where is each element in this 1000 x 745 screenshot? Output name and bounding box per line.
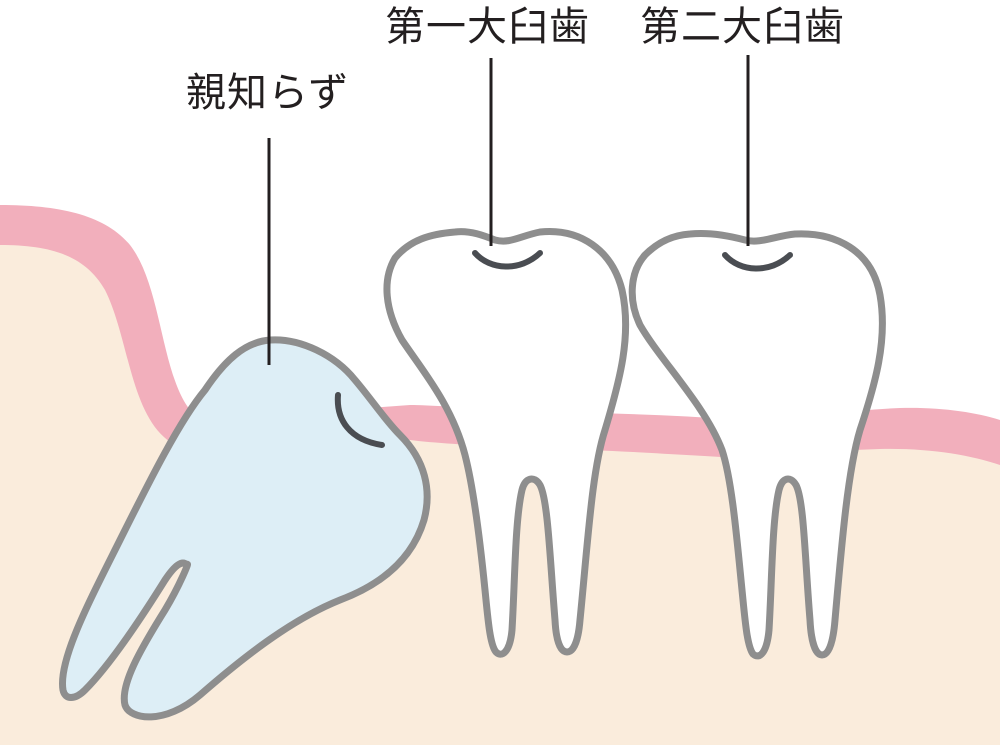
wisdom-tooth-groove	[334, 392, 385, 448]
first-molar-groove	[472, 250, 543, 270]
label-second-molar: 第二大臼歯	[640, 4, 845, 50]
second-molar	[628, 230, 886, 660]
label-wisdom-tooth: 親知らず	[186, 70, 350, 116]
wisdom-tooth-body	[58, 336, 431, 721]
wisdom-tooth	[58, 336, 431, 721]
second-molar-body	[628, 230, 886, 660]
first-molar	[383, 228, 630, 658]
second-molar-groove	[722, 252, 793, 272]
label-first-molar: 第一大臼歯	[385, 4, 590, 50]
first-molar-body	[383, 228, 630, 658]
